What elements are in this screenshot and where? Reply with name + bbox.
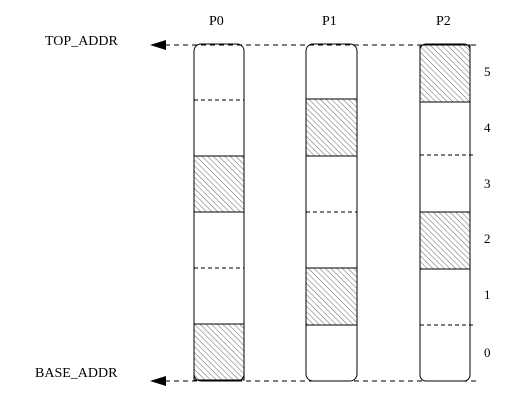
segment-label-1: 1 [484, 287, 491, 302]
top-arrow-icon [150, 40, 166, 50]
p0-shaded-segment-3 [193, 155, 245, 213]
column-label-p1: P1 [322, 14, 337, 29]
p2-shaded-segment-2 [419, 211, 471, 270]
segment-label-3: 3 [484, 176, 491, 191]
column-p1: P1 [305, 14, 358, 382]
p1-shaded-segment-4 [305, 98, 358, 157]
p1-shaded-segment-1 [305, 267, 358, 326]
p2-bar [419, 43, 471, 382]
p0-bar [193, 43, 245, 382]
p1-bar [305, 43, 358, 382]
segment-label-5: 5 [484, 64, 491, 79]
segment-index-labels: 5 4 3 2 1 0 [484, 64, 491, 360]
segment-label-0: 0 [484, 345, 491, 360]
base-addr-label: BASE_ADDR [35, 366, 118, 381]
segment-label-4: 4 [484, 120, 491, 135]
base-arrow-icon [150, 376, 166, 386]
column-label-p0: P0 [209, 14, 224, 29]
p2-shaded-segment-5 [419, 44, 471, 103]
column-p2: P2 [419, 14, 474, 382]
p0-shaded-segment-0 [193, 323, 245, 381]
column-p0: P0 [193, 14, 245, 382]
top-addr-line [150, 40, 478, 50]
segment-label-2: 2 [484, 231, 491, 246]
column-label-p2: P2 [436, 14, 451, 29]
top-addr-label: TOP_ADDR [45, 34, 119, 49]
